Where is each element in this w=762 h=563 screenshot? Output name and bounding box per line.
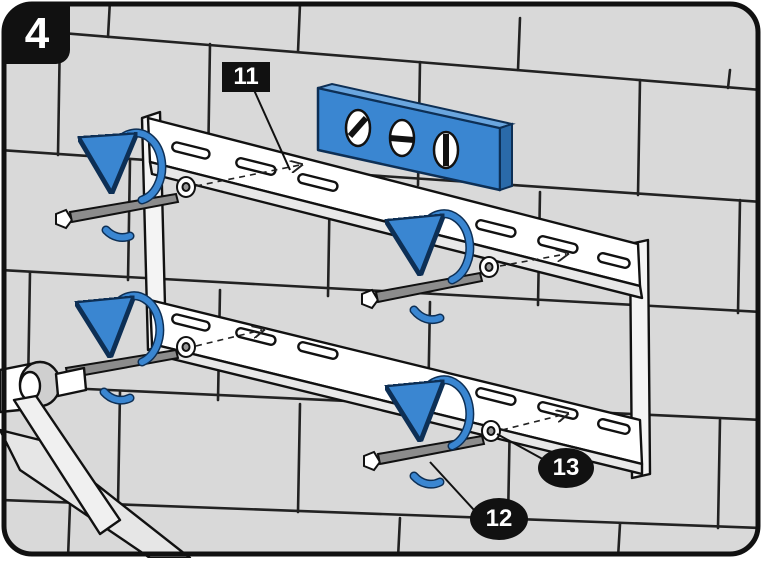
callout-bolt: 12 [470,498,528,540]
step-badge: 4 [4,4,70,64]
callout-bracket: 11 [222,62,270,92]
level-vial [434,132,458,168]
callout-washer: 13 [538,448,594,488]
step-number: 4 [4,4,70,64]
level-vial [390,120,414,156]
level-vial [346,110,370,146]
